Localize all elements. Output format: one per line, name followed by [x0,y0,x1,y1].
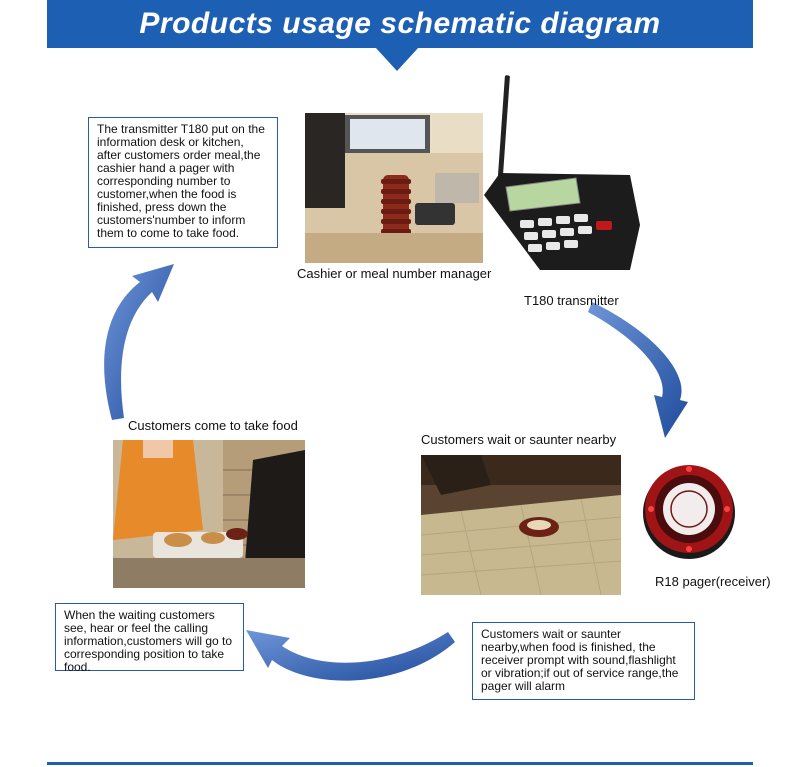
cycle-arrow-icon [246,630,455,681]
wait-description: Customers wait or saunter nearby,when fo… [472,622,695,700]
cashier-label: Cashier or meal number manager [297,266,492,281]
bottom-divider [47,762,753,765]
customers-come-label: Customers come to take food [128,418,298,433]
header-banner: Products usage schematic diagram [47,0,753,48]
transmitter-description: The transmitter T180 put on the informat… [88,117,278,248]
waiting-table-photo [421,455,621,595]
pager-device-icon [639,457,739,562]
transmitter-device-icon [480,75,640,275]
pager-label: R18 pager(receiver) [655,574,771,589]
take-food-description: When the waiting customers see, hear or … [55,603,244,674]
cycle-arrow-icon [588,302,688,438]
customers-wait-label: Customers wait or saunter nearby [421,432,617,447]
transmitter-label: T180 transmitter [524,293,619,308]
cycle-arrow-icon [104,264,174,420]
page-title: Products usage schematic diagram [139,7,661,40]
take-food-photo [113,440,305,588]
cashier-photo [305,113,483,263]
banner-pointer [375,47,419,71]
